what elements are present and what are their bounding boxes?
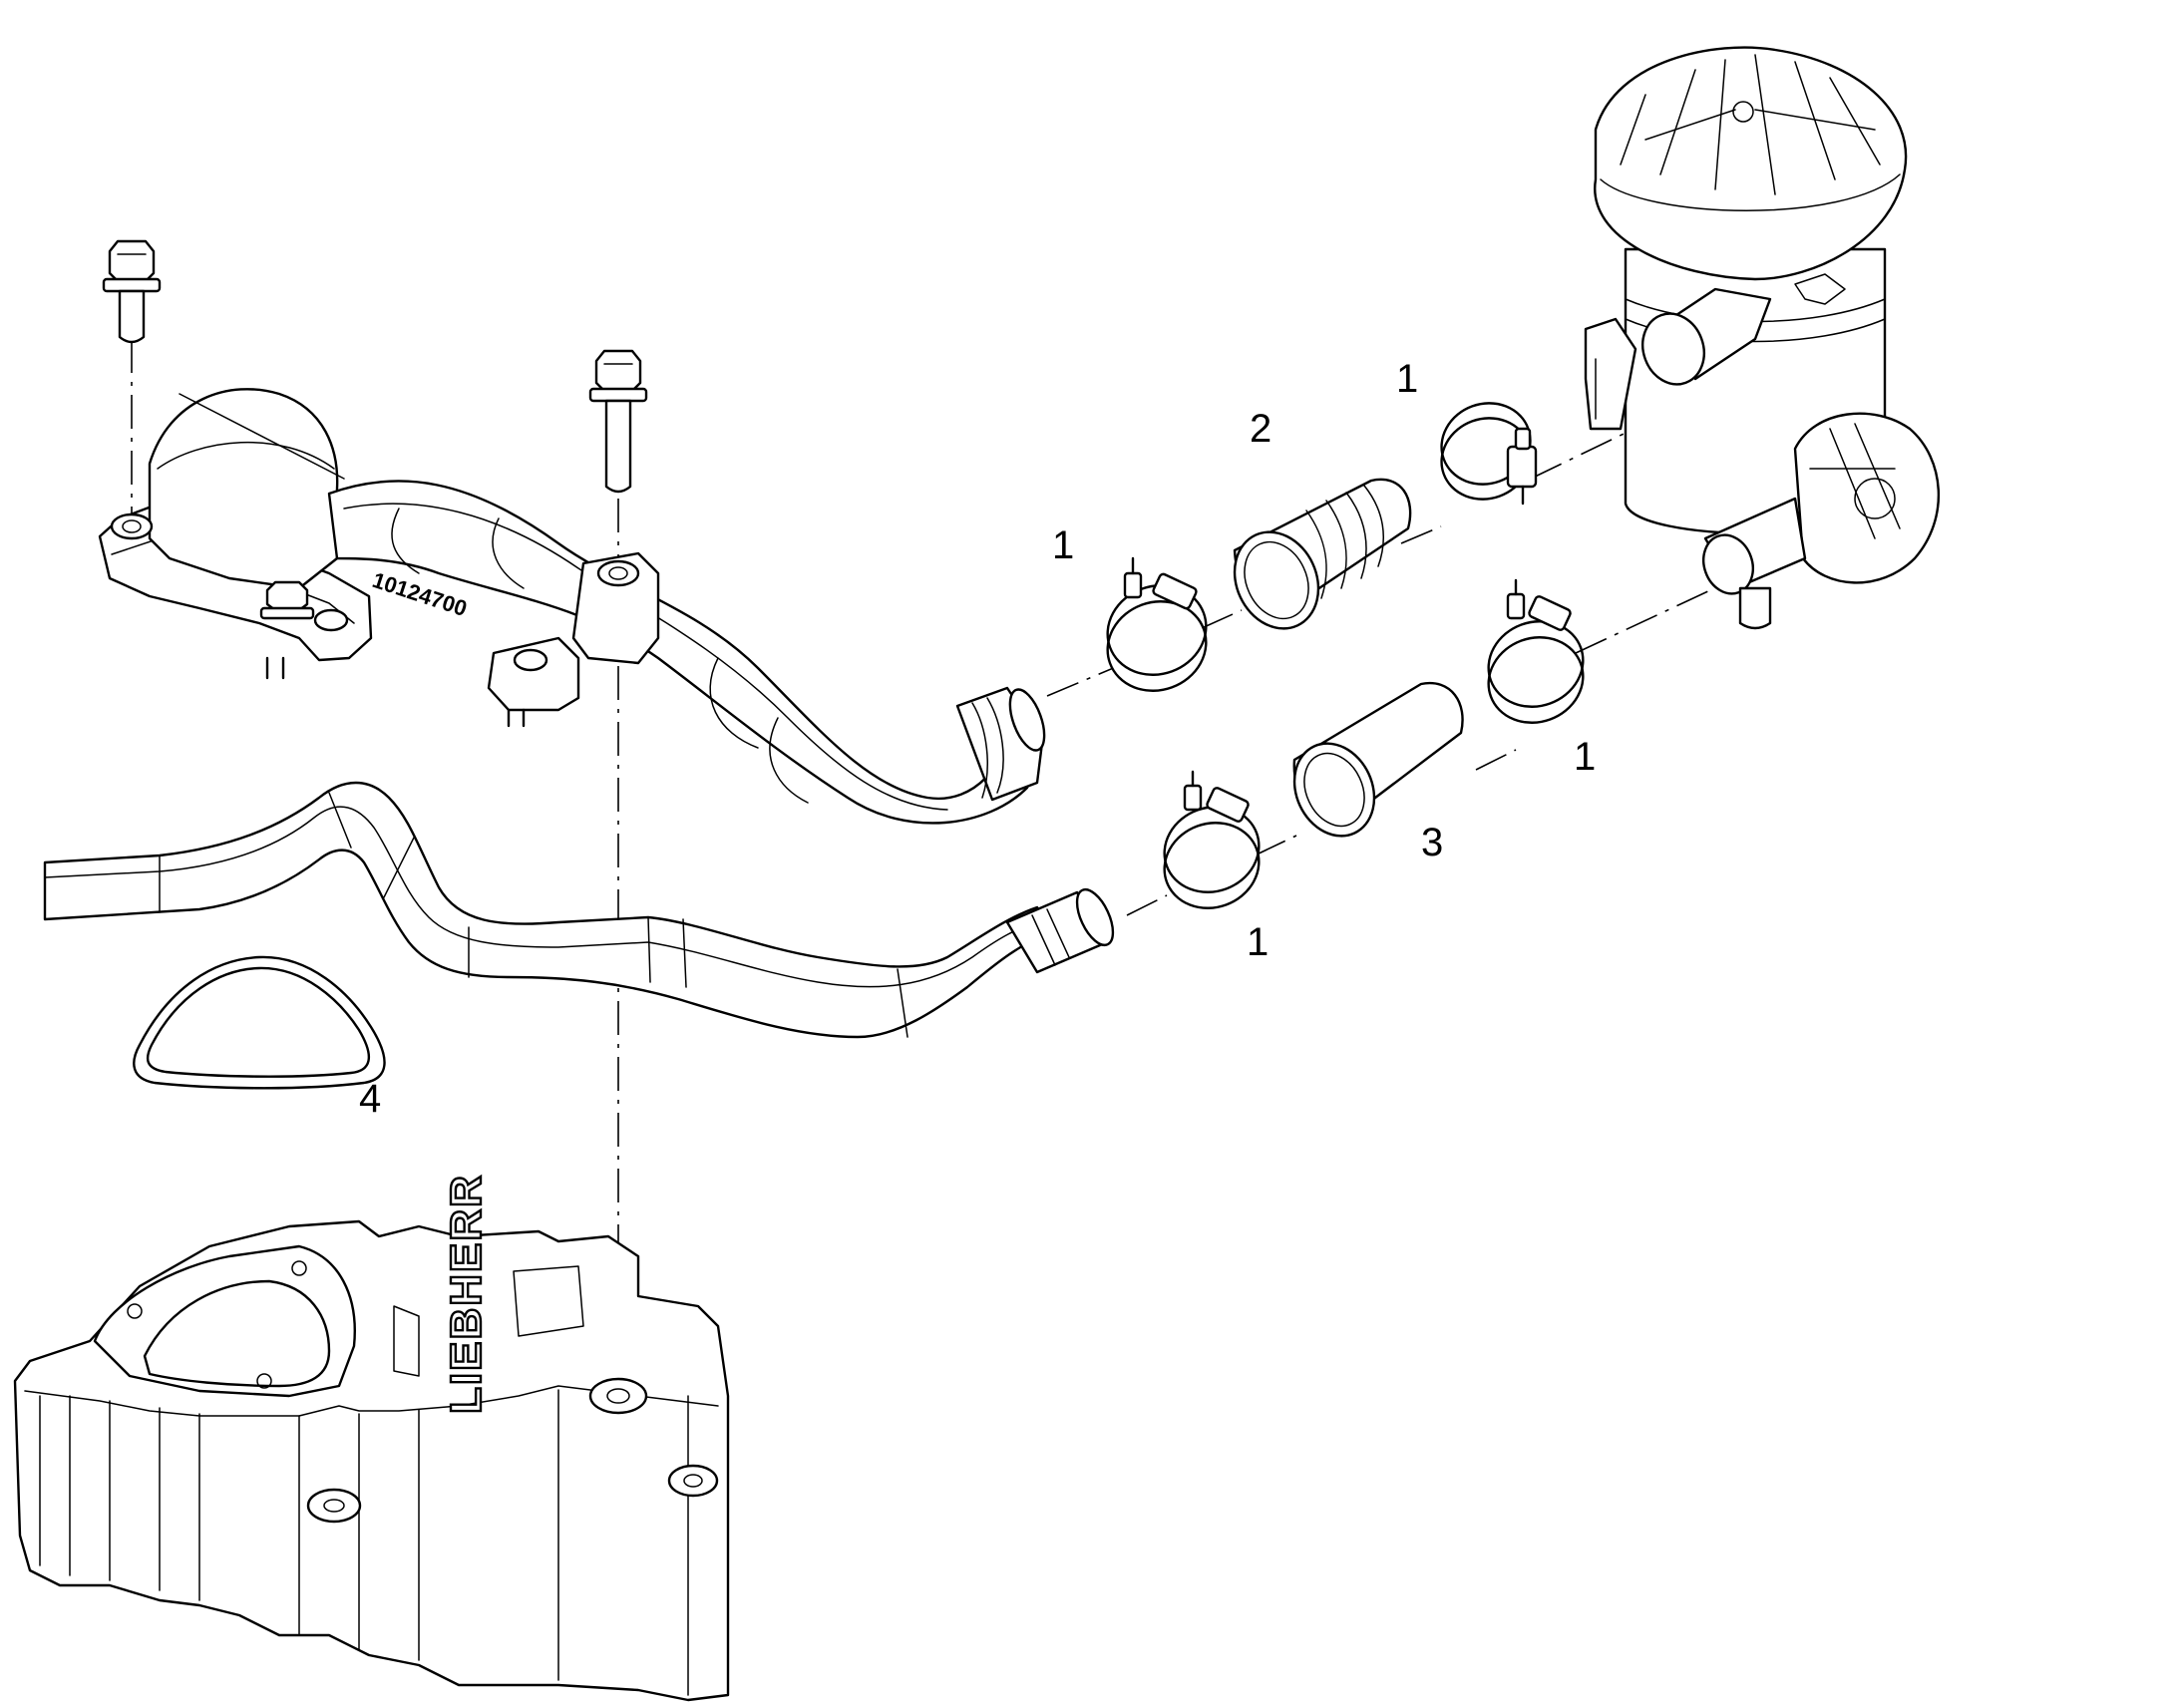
callout-clamp-top-right: 1 [1396,357,1418,401]
hose-lower [1292,681,1464,838]
callout-clamp-upper-left: 1 [1052,523,1074,567]
callout-hose-upper: 2 [1250,407,1272,451]
hose-clamp-upper-left [1106,556,1208,692]
hose-clamp-top-right [1440,402,1538,506]
bolt-left [102,239,162,344]
brand-logo-text: LIEBHERR [442,1174,491,1414]
oil-separator [1584,46,1941,630]
breather-pipe-upper: 10124700 [98,388,1046,825]
callout-clamp-lower-left: 1 [1247,920,1269,964]
callout-gasket: 4 [359,1077,381,1121]
breather-pipe-lower [43,781,1115,1039]
callout-clamp-lower-right: 1 [1574,735,1596,779]
callout-hose-lower: 3 [1421,821,1443,864]
gasket [133,955,386,1090]
assembly-axis-lines [131,339,1726,1381]
hose-clamp-lower-left [1163,770,1261,909]
bolt-middle [588,349,648,494]
valve-cover: LIEBHERR [13,1173,730,1702]
callout-labels: 1 2 1 1 3 1 4 [359,357,1596,1121]
hose-upper [1233,478,1412,630]
hose-clamp-lower-right [1487,578,1585,724]
